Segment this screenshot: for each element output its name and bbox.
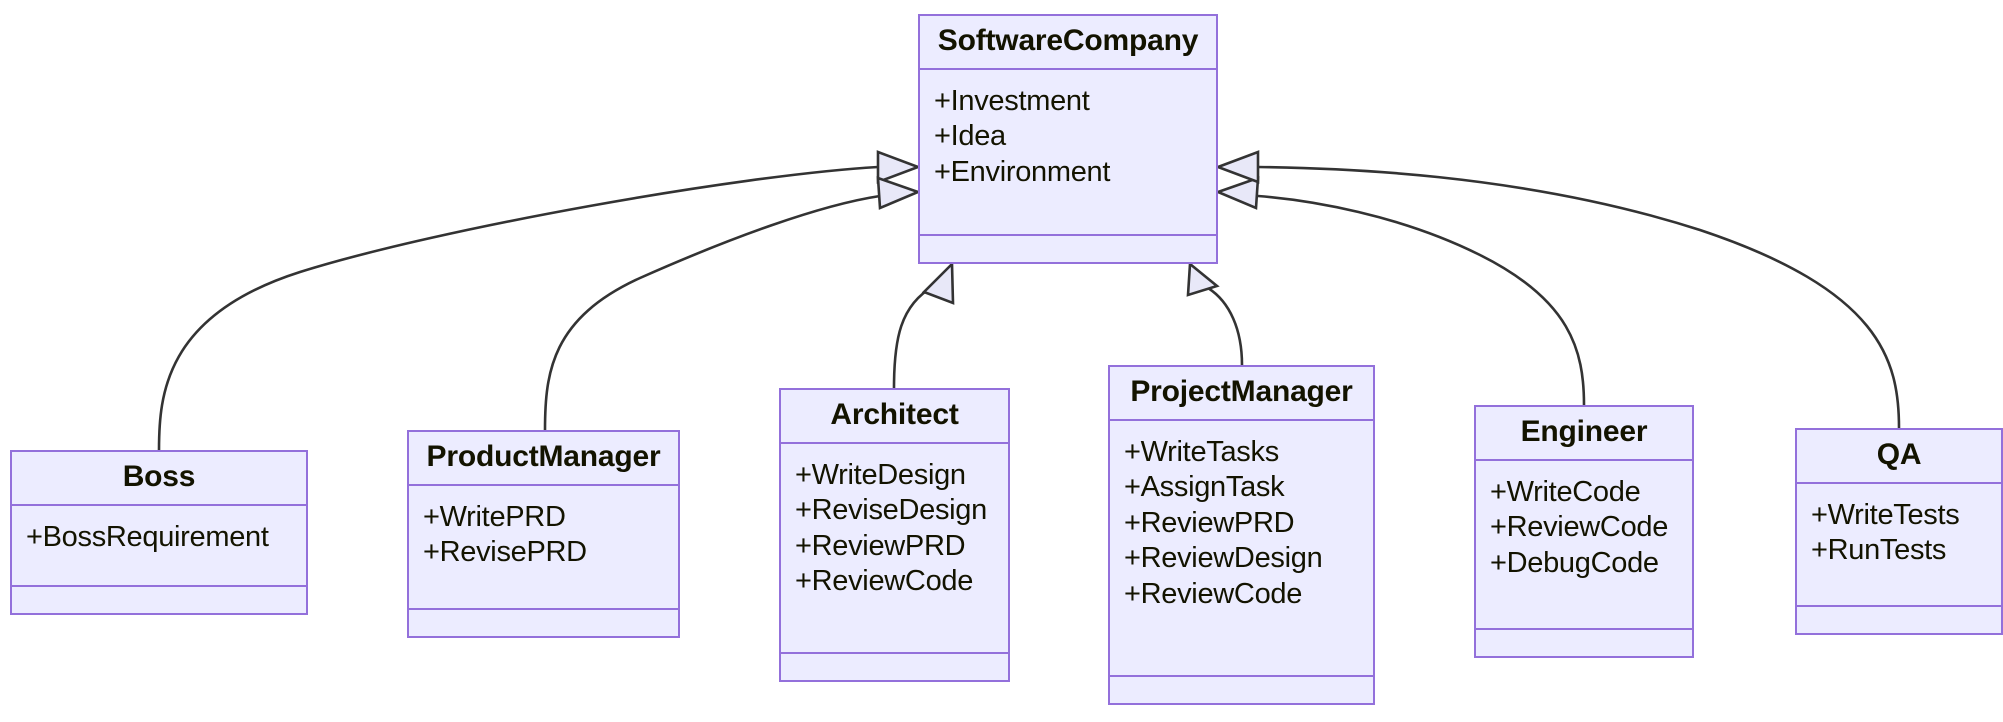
class-title-softwarecompany: SoftwareCompany (920, 16, 1216, 70)
class-attribute: +WritePRD (423, 501, 566, 533)
class-attribute: +Investment (934, 85, 1090, 117)
class-attribute: +RunTests (1811, 534, 1947, 567)
class-attributes-boss: +BossRequirement (12, 506, 306, 587)
class-attributes-productmanager: +WritePRD +RevisePRD (409, 486, 678, 610)
class-attribute: +BossRequirement (26, 521, 269, 553)
class-attributes-engineer: +WriteCode +ReviewCode +DebugCode (1476, 461, 1692, 630)
class-node-boss[interactable]: Boss +BossRequirement (10, 450, 308, 615)
class-attribute: +DebugCode (1490, 546, 1659, 579)
class-node-engineer[interactable]: Engineer +WriteCode +ReviewCode +DebugCo… (1474, 405, 1694, 658)
class-node-architect[interactable]: Architect +WriteDesign +ReviseDesign +Re… (779, 388, 1010, 682)
class-node-projectmanager[interactable]: ProjectManager +WriteTasks +AssignTask +… (1108, 365, 1375, 705)
class-attribute: +ReviseDesign (795, 494, 987, 527)
class-methods-softwarecompany (920, 236, 1216, 262)
class-attributes-qa: +WriteTests +RunTests (1797, 484, 2001, 607)
class-attribute: +ReviewPRD (1124, 506, 1295, 539)
class-attribute: +WriteCode (1490, 476, 1641, 508)
class-attribute: +ReviewCode (795, 565, 974, 598)
class-attributes-softwarecompany: +Investment +Idea +Environment (920, 70, 1216, 236)
class-attributes-architect: +WriteDesign +ReviseDesign +ReviewPRD +R… (781, 444, 1008, 654)
class-attributes-projectmanager: +WriteTasks +AssignTask +ReviewPRD +Revi… (1110, 421, 1373, 677)
class-methods-engineer (1476, 630, 1692, 656)
class-attribute: +ReviewCode (1490, 511, 1669, 544)
class-attribute: +ReviewPRD (795, 529, 966, 562)
class-node-qa[interactable]: QA +WriteTests +RunTests (1795, 428, 2003, 635)
class-attribute: +ReviewDesign (1124, 542, 1323, 575)
class-methods-architect (781, 654, 1008, 680)
class-title-boss: Boss (12, 452, 306, 506)
class-attribute: +ReviewCode (1124, 577, 1303, 610)
class-methods-boss (12, 587, 306, 613)
class-title-qa: QA (1797, 430, 2001, 484)
class-node-productmanager[interactable]: ProductManager +WritePRD +RevisePRD (407, 430, 680, 638)
class-attribute: +WriteDesign (795, 459, 966, 491)
class-attribute: +RevisePRD (423, 536, 587, 569)
edge-architect-to-softwarecompany (892, 260, 955, 390)
class-title-architect: Architect (781, 390, 1008, 444)
class-attribute: +Idea (934, 120, 1006, 153)
edge-projectmanager-to-softwarecompany (1186, 261, 1244, 367)
class-attribute: +WriteTests (1811, 499, 1960, 531)
class-node-softwarecompany[interactable]: SoftwareCompany +Investment +Idea +Envir… (918, 14, 1218, 264)
class-title-projectmanager: ProjectManager (1110, 367, 1373, 421)
class-attribute: +AssignTask (1124, 471, 1285, 504)
class-title-engineer: Engineer (1476, 407, 1692, 461)
class-attribute: +WriteTasks (1124, 436, 1279, 468)
class-attribute: +Environment (934, 155, 1111, 188)
class-methods-productmanager (409, 610, 678, 636)
class-methods-qa (1797, 607, 2001, 633)
class-title-productmanager: ProductManager (409, 432, 678, 486)
class-methods-projectmanager (1110, 677, 1373, 703)
